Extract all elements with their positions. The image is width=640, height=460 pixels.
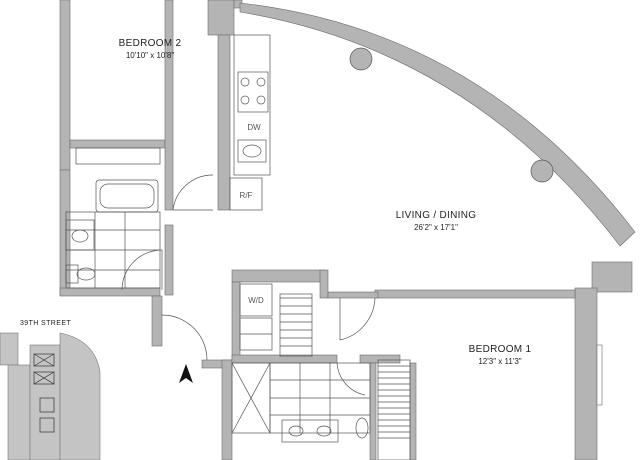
street-label: 39TH STREET [20, 320, 71, 327]
fridge-label: R/F [240, 191, 253, 200]
bedroom2-dims: 10'10" x 10'8" [126, 51, 174, 60]
living-name: LIVING / DINING [396, 210, 477, 221]
dishwasher-label: DW [247, 123, 261, 132]
fixtures-linework [65, 34, 554, 460]
bedroom2-name: BEDROOM 2 [119, 38, 182, 49]
north-arrow-icon [179, 364, 193, 383]
washer-dryer-label: W/D [248, 296, 264, 305]
bedroom1-name: BEDROOM 1 [469, 344, 532, 355]
living-dims: 26'2" x 17'1" [414, 223, 458, 232]
walls [59, 0, 636, 460]
bedroom1-dims: 12'3" x 11'3" [478, 357, 521, 366]
keyplan: 39TH STREET [0, 320, 101, 460]
